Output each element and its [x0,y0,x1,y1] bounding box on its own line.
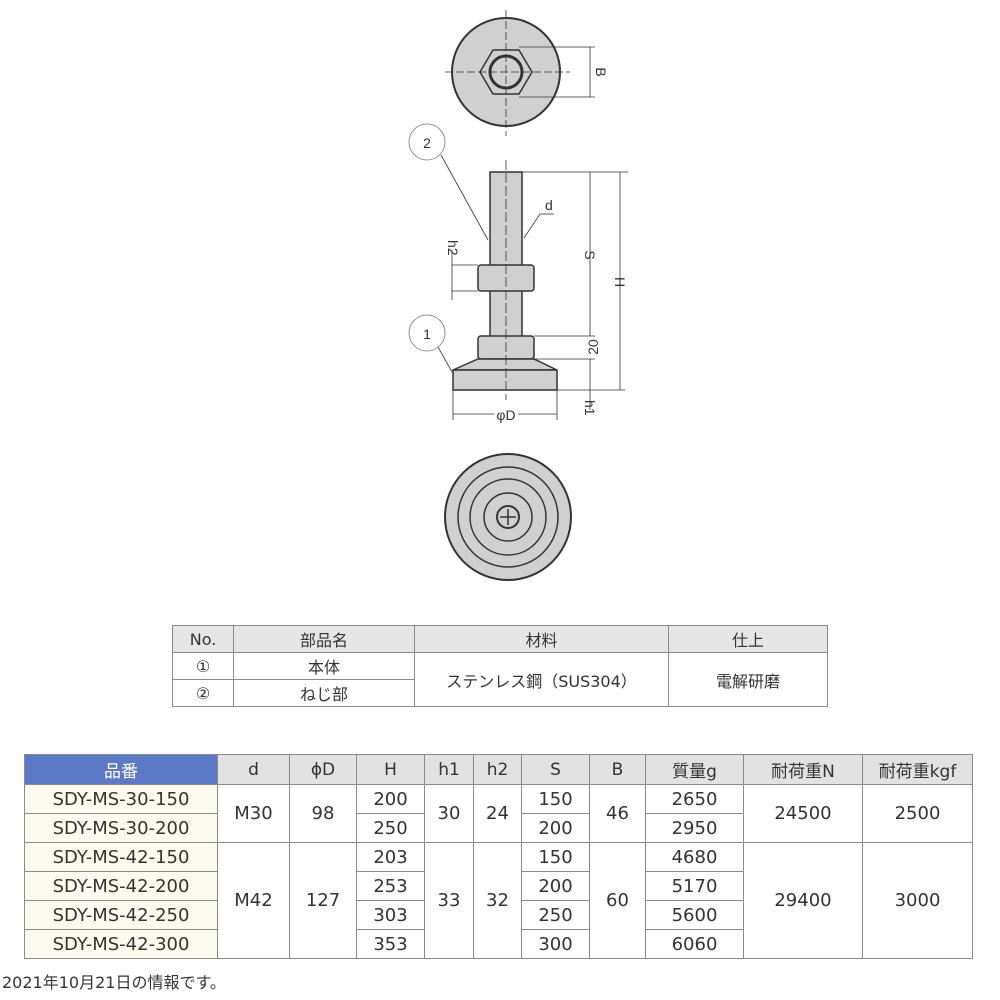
h1: 33 [424,842,474,959]
header-S: S [521,754,590,785]
bottom-view [444,453,572,581]
header-load-kgf: 耐荷重kgf [862,754,973,785]
dim-H: H [612,277,628,287]
load-n: 24500 [743,784,863,843]
height-H: 253 [356,871,425,901]
mass-g: 6060 [645,929,744,959]
table-row: SDY-MS-42-300 353 300 6060 [24,929,973,959]
header-D: ϕD [289,754,357,785]
top-view [445,10,595,136]
header-h2: h2 [473,754,522,785]
header-part-name: 部品名 [233,625,415,653]
stroke-S: 300 [521,929,590,959]
part-number: SDY-MS-42-300 [24,929,218,959]
load-kgf: 3000 [862,842,973,959]
part-number: SDY-MS-30-150 [24,784,218,814]
part-name: 本体 [233,652,415,680]
thread-d: M42 [217,842,290,959]
dim-h1: h1 [582,400,598,416]
callout-1: 1 [423,326,431,342]
header-part-number: 品番 [24,754,218,785]
nut-B: 46 [589,784,646,843]
stroke-S: 150 [521,784,590,814]
height-H: 203 [356,842,425,872]
header-mass: 質量g [645,754,744,785]
mass-g: 2950 [645,813,744,843]
dim-D: φD [496,407,515,423]
part-no: ② [172,679,234,707]
diameter-D: 127 [289,842,357,959]
header-h1: h1 [424,754,474,785]
finish: 電解研磨 [668,652,828,707]
stroke-S: 150 [521,842,590,872]
header-finish: 仕上 [668,625,828,653]
part-number: SDY-MS-42-150 [24,842,218,872]
height-H: 250 [356,813,425,843]
header-B: B [589,754,646,785]
nut-B: 60 [589,842,646,959]
mass-g: 5600 [645,900,744,930]
load-n: 29400 [743,842,863,959]
header-no: No. [172,625,234,653]
dim-S: S [582,250,598,259]
part-number: SDY-MS-30-200 [24,813,218,843]
part-name: ねじ部 [233,679,415,707]
mass-g: 4680 [645,842,744,872]
mass-g: 2650 [645,784,744,814]
height-H: 353 [356,929,425,959]
mass-g: 5170 [645,871,744,901]
stroke-S: 200 [521,871,590,901]
dim-h2: h2 [445,240,461,256]
side-view [408,123,628,420]
height-H: 303 [356,900,425,930]
table-row: ① 本体 ステンレス鋼（SUS304） 電解研磨 [172,652,828,707]
load-kgf: 2500 [862,784,973,843]
spec-table: 品番 d ϕD H h1 h2 S B 質量g 耐荷重N 耐荷重kgf SDY-… [24,754,973,959]
technical-drawing: B 2 1 d h2 [408,10,628,581]
thread-d: M30 [217,784,290,843]
header-H: H [356,754,425,785]
dim-B: B [593,67,609,76]
table-row: SDY-MS-42-250 303 250 5600 [24,900,973,930]
part-no: ① [172,652,234,680]
dim-d: d [545,197,553,213]
part-number: SDY-MS-42-200 [24,871,218,901]
dim-20: 20 [585,339,601,355]
table-row: ② ねじ部 [172,679,828,707]
info-date-note: 2021年10月21日の情報です。 [2,973,226,992]
h2: 24 [473,784,522,843]
h1: 30 [424,784,474,843]
stroke-S: 200 [521,813,590,843]
table-row: SDY-MS-30-200 250 200 2950 [24,813,973,843]
part-number: SDY-MS-42-250 [24,900,218,930]
diameter-D: 98 [289,784,357,843]
height-H: 200 [356,784,425,814]
parts-table: No. 部品名 材料 仕上 ① 本体 ステンレス鋼（SUS304） 電解研磨 ②… [172,625,828,707]
header-d: d [217,754,290,785]
stroke-S: 250 [521,900,590,930]
callout-2: 2 [423,135,431,151]
material: ステンレス鋼（SUS304） [414,652,669,707]
table-row: SDY-MS-42-200 253 200 5170 [24,871,973,901]
h2: 32 [473,842,522,959]
header-load-n: 耐荷重N [743,754,863,785]
header-material: 材料 [414,625,669,653]
